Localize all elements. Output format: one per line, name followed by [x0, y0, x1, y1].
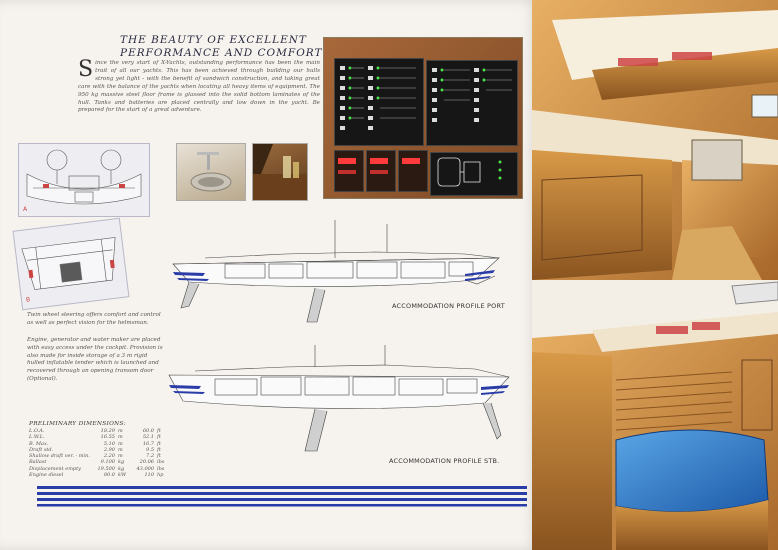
dimension-label: L.W.L.	[29, 434, 45, 441]
dimension-imperial: 52.1	[142, 434, 154, 441]
dimension-label: L.O.A.	[29, 428, 45, 434]
sketch-a-label: A	[23, 206, 28, 213]
dimension-metric-unit: m	[118, 428, 123, 434]
cockpit-sketch-a: A	[18, 143, 150, 217]
blue-stripes-decoration	[37, 486, 527, 507]
dimension-label: Shallow draft ver. - min.	[29, 453, 90, 460]
panel-detail-icon	[338, 66, 512, 187]
dimension-imperial: 7.2	[146, 453, 154, 460]
dimension-metric-unit: m	[118, 453, 123, 460]
sink-photo	[176, 143, 246, 201]
intro-text: ince the very start of X-Yachts, outstan…	[78, 60, 320, 114]
dimension-imperial: 43.000	[136, 465, 155, 472]
title-line-2: PERFORMANCE AND COMFORT	[120, 47, 323, 59]
transom-plan-icon	[21, 237, 116, 290]
dimension-metric: 2.20	[103, 453, 115, 460]
caption-port: ACCOMMODATION PROFILE PORT	[392, 302, 505, 310]
sketch-b-label: B	[25, 296, 31, 304]
dimension-metric: 5.10	[103, 440, 115, 447]
engine-paragraph: Engine, generator and water maker are pl…	[27, 337, 163, 382]
dimension-imperial: 110	[144, 472, 154, 479]
transom-sketch-b: B	[12, 217, 130, 311]
dimension-imperial-unit: hp	[157, 472, 164, 479]
steering-paragraph: Twin wheel steering offers comfort and c…	[27, 312, 161, 326]
accommodation-profile-port-drawing	[172, 220, 500, 323]
dimension-label: Ballast	[29, 459, 47, 466]
control-panel-photo	[323, 37, 523, 199]
saloon-interior-illustration	[532, 0, 778, 550]
dimension-imperial: 60.0	[142, 428, 154, 434]
dimension-imperial-unit: ft	[157, 446, 161, 453]
dimension-label: Engine diesel	[29, 472, 64, 479]
interior-illustration-page	[532, 0, 778, 550]
intro-dropcap: S	[78, 57, 94, 82]
sink-icon	[190, 152, 232, 192]
dimension-imperial: 16.7	[142, 440, 154, 447]
dimension-metric-unit: m	[118, 434, 123, 441]
dimension-imperial-unit: ft	[157, 428, 161, 434]
dimension-imperial: 20.06	[139, 459, 154, 466]
dimension-metric-unit: m	[118, 440, 123, 447]
dimension-metric: 80.0	[103, 472, 115, 479]
dimension-metric-unit: kg	[118, 465, 125, 472]
dimension-imperial-unit: lbs	[157, 459, 165, 466]
dimension-metric-unit: kg	[118, 459, 125, 466]
dimension-metric: 16.55	[100, 434, 115, 441]
dimension-metric: 19.500	[97, 465, 116, 472]
dimension-imperial-unit: ft	[157, 453, 161, 460]
cabinet-icon	[253, 144, 307, 200]
dimensions-title: PRELIMINARY DIMENSIONS:	[29, 421, 127, 427]
caption-stb: ACCOMMODATION PROFILE STB.	[389, 457, 500, 465]
accommodation-profile-stb-drawing	[168, 345, 510, 452]
dimension-imperial-unit: ft	[157, 434, 161, 441]
dimension-label: Draft std.	[29, 446, 54, 453]
dimension-metric: 18.29	[100, 428, 115, 434]
page-title: THE BEAUTY OF EXCELLENT PERFORMANCE AND …	[120, 34, 340, 60]
dimension-metric-unit: kW	[118, 472, 127, 479]
dimension-metric-unit: m	[118, 446, 123, 453]
dimension-imperial-unit: ft	[157, 440, 161, 447]
dimension-label: B. Max.	[29, 440, 49, 447]
cockpit-plan-icon	[26, 149, 142, 205]
title-line-1: THE BEAUTY OF EXCELLENT	[120, 34, 307, 46]
dimension-label: Displacement empty	[29, 465, 81, 472]
dimension-imperial-unit: lbs	[157, 465, 165, 472]
dimension-metric: 9.100	[100, 459, 115, 466]
dimension-metric: 2.90	[103, 446, 115, 453]
cabinet-photo	[252, 143, 308, 201]
dimension-imperial: 9.5	[146, 446, 154, 453]
